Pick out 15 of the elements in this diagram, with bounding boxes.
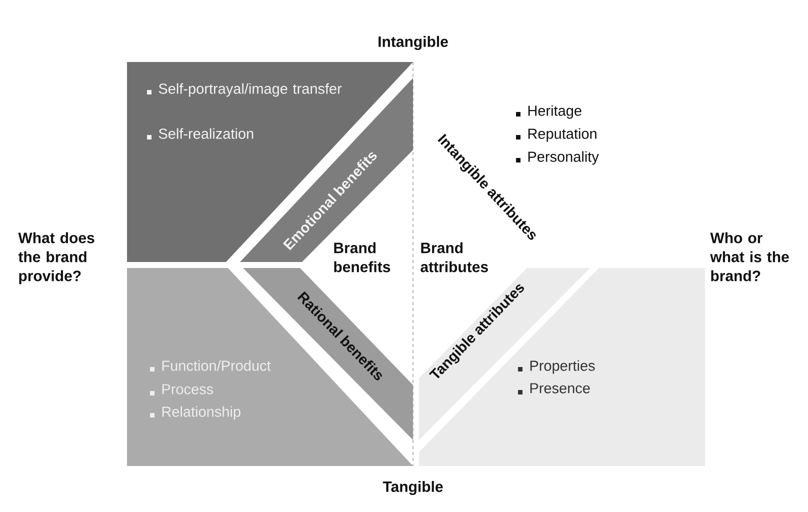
list-item: Reputation <box>516 128 596 142</box>
list-item: Relationship <box>150 406 240 420</box>
side-label: Brand attributes <box>420 242 488 272</box>
list-item: Self-portrayal/image transfer <box>147 83 342 97</box>
list-item: Presence <box>518 383 590 394</box>
axis-label: Tangible <box>382 480 443 496</box>
list-item: Self-realization <box>147 128 254 140</box>
side-label: What does the brand provide? <box>18 232 94 284</box>
side-label: Who or what is the brand? <box>710 232 789 282</box>
list-item: Personality <box>516 151 599 165</box>
list-item: Properties <box>518 360 595 374</box>
axis-label: Intangible <box>378 36 448 50</box>
list-item: Function/Product <box>150 360 271 372</box>
list-item: Process <box>150 384 214 396</box>
list-item: Heritage <box>516 105 582 119</box>
